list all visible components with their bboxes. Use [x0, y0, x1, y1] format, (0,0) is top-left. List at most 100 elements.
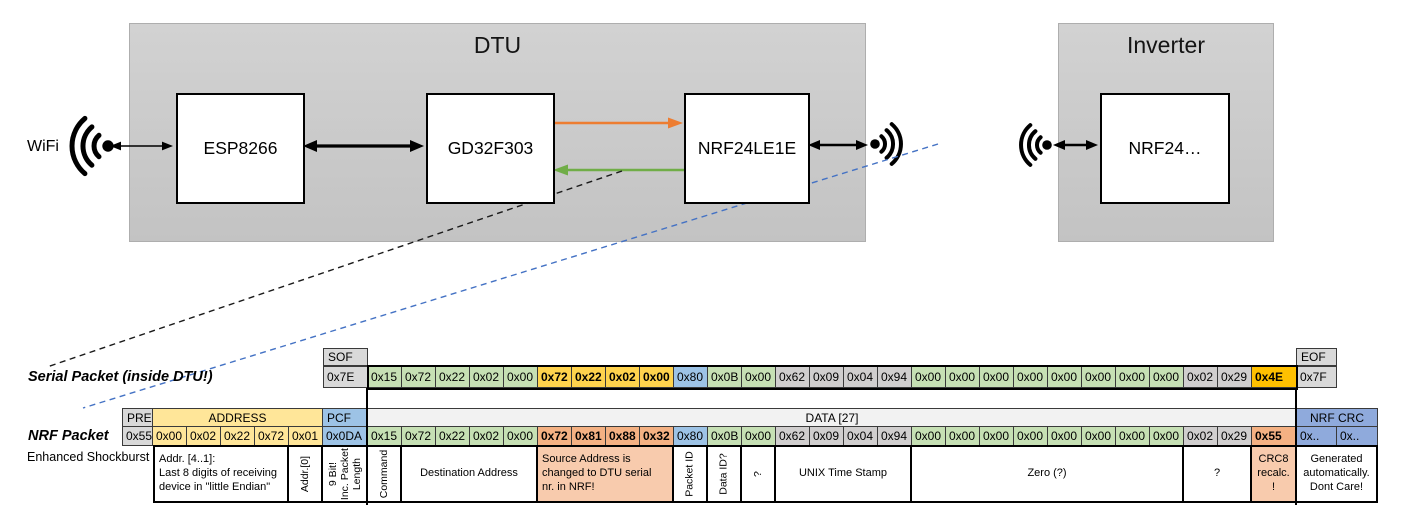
serial-byte-cell: 0x02 — [605, 366, 640, 388]
serial-byte-cell: 0x15 — [367, 366, 402, 388]
packet-annotation: Packet ID — [672, 445, 708, 503]
nrf-header-row: PRE ADDRESS PCF DATA [27] NRF CRC — [122, 408, 1378, 427]
nrf-byte-cell: 0x29 — [1217, 426, 1252, 446]
serial-byte-cell: 0x62 — [775, 366, 810, 388]
packet-annotation: Generated automatically. Dont Care! — [1295, 445, 1378, 503]
nrf-byte-cell: 0x80 — [673, 426, 708, 446]
serial-byte-cell: 0x22 — [435, 366, 470, 388]
dtu-title: DTU — [473, 32, 522, 58]
packet-annotation: ? — [1182, 445, 1252, 503]
nrf-byte-cell: 0x00 — [503, 426, 538, 446]
serial-byte-cell: 0x00 — [1149, 366, 1184, 388]
nrf24le1e-box: NRF24LE1E — [684, 93, 810, 204]
rotated-annotation-text: Packet ID — [683, 451, 696, 497]
serial-eof-byte: 0x7F — [1296, 366, 1337, 388]
packet-annotation: Data ID? — [706, 445, 742, 503]
nrf-byte-cell: 0x00 — [979, 426, 1014, 446]
nrf-pcf-byte: 0x0DA — [322, 426, 368, 446]
nrf-byte-cell: 0x00 — [1047, 426, 1082, 446]
serial-byte-cell: 0x72 — [401, 366, 436, 388]
esp8266-label: ESP8266 — [203, 138, 278, 158]
nrf-byte-cell: 0x72 — [537, 426, 572, 446]
serial-byte-cell: 0x00 — [1115, 366, 1150, 388]
wifi-icon-left — [69, 115, 114, 177]
eof-header: EOF — [1296, 348, 1337, 366]
serial-byte-cell: 0x0B — [707, 366, 742, 388]
pre-header: PRE — [122, 408, 153, 427]
packet-annotation: ? — [740, 445, 776, 503]
serial-byte-cell: 0x72 — [537, 366, 572, 388]
nrf-byte-cell: 0x0B — [707, 426, 742, 446]
serial-byte-cell: 0x00 — [741, 366, 776, 388]
address-header: ADDRESS — [152, 408, 323, 427]
nrf-packet-table: PRE ADDRESS PCF DATA [27] NRF CRC 0x55 0x… — [122, 408, 1378, 503]
pcf-header: PCF — [322, 408, 368, 427]
gd32f303-box: GD32F303 — [426, 93, 555, 204]
esp8266-box: ESP8266 — [176, 93, 305, 204]
nrf-address-byte: 0x02 — [186, 426, 221, 446]
nrf-crc-byte: 0x.. — [1296, 426, 1337, 446]
serial-byte-cell: 0x04 — [843, 366, 878, 388]
sof-header: SOF — [323, 348, 368, 366]
data-header: DATA [27] — [367, 408, 1297, 427]
nrf-byte-cell: 0x62 — [775, 426, 810, 446]
serial-sof-byte: 0x7E — [323, 366, 368, 388]
serial-byte-cell: 0x00 — [911, 366, 946, 388]
nrf-byte-cell: 0x15 — [367, 426, 402, 446]
packet-annotation: 9 Bit! Inc. Packet Length — [321, 445, 368, 503]
nrf-address-byte: 0x22 — [220, 426, 255, 446]
serial-byte-cell: 0x4E — [1251, 366, 1297, 388]
nrf-byte-cell: 0x02 — [1183, 426, 1218, 446]
nrf-byte-cell: 0x09 — [809, 426, 844, 446]
serial-byte-cell: 0x29 — [1217, 366, 1252, 388]
serial-byte-cell: 0x00 — [945, 366, 980, 388]
wifi-icon-dtu-right — [870, 122, 903, 166]
serial-byte-cell: 0x00 — [639, 366, 674, 388]
serial-byte-cell: 0x00 — [1047, 366, 1082, 388]
packet-annotation: Destination Address — [400, 445, 538, 503]
nrf-byte-cell: 0x81 — [571, 426, 606, 446]
nrf-crc-header: NRF CRC — [1296, 408, 1378, 427]
inverter-nrf24-label: NRF24… — [1128, 138, 1202, 158]
serial-byte-cell: 0x02 — [1183, 366, 1218, 388]
nrf-byte-cell: 0x04 — [843, 426, 878, 446]
rotated-annotation-text: Data ID? — [717, 453, 730, 495]
serial-header-row: SOF EOF — [323, 348, 1337, 366]
serial-byte-cell: 0x09 — [809, 366, 844, 388]
packet-annotation: Addr. [4..1]: Last 8 digits of receiving… — [153, 445, 289, 503]
nrf-byte-cell: 0x00 — [1115, 426, 1150, 446]
nrf-byte-cell: 0x72 — [401, 426, 436, 446]
serial-byte-cell: 0x00 — [503, 366, 538, 388]
nrf-byte-cell: 0x00 — [911, 426, 946, 446]
packet-annotation: Addr.[0] — [287, 445, 323, 503]
packet-annotation: Zero (?) — [910, 445, 1184, 503]
wifi-label: WiFi — [27, 138, 59, 155]
nrf-annotation-row: Addr. [4..1]: Last 8 digits of receiving… — [122, 445, 1378, 503]
serial-packet-label: Serial Packet (inside DTU!) — [28, 369, 213, 385]
packet-annotation: Command — [366, 445, 402, 503]
packet-annotation: UNIX Time Stamp — [774, 445, 912, 503]
gd32f303-label: GD32F303 — [447, 138, 534, 158]
rotated-annotation-text: 9 Bit! Inc. Packet Length — [326, 448, 363, 500]
serial-byte-cell: 0x22 — [571, 366, 606, 388]
inverter-nrf24-box: NRF24… — [1100, 93, 1230, 204]
nrf-pre-byte: 0x55 — [122, 426, 153, 446]
inverter-title: Inverter — [1127, 32, 1205, 58]
nrf-byte-cell: 0x00 — [1081, 426, 1116, 446]
nrf-byte-cell: 0x88 — [605, 426, 640, 446]
nrf-byte-cell: 0x00 — [945, 426, 980, 446]
nrf-packet-sublabel: Enhanced Shockburst — [27, 450, 150, 464]
nrf-byte-cell: 0x32 — [639, 426, 674, 446]
nrf-byte-cell: 0x94 — [877, 426, 912, 446]
packet-annotation: CRC8 recalc. ! — [1250, 445, 1297, 503]
nrf-address-byte: 0x72 — [254, 426, 289, 446]
nrf-crc-byte: 0x.. — [1336, 426, 1378, 446]
serial-byte-cell: 0x80 — [673, 366, 708, 388]
nrf-byte-cell: 0x22 — [435, 426, 470, 446]
nrf-address-byte: 0x01 — [288, 426, 323, 446]
nrf-byte-cell: 0x00 — [741, 426, 776, 446]
